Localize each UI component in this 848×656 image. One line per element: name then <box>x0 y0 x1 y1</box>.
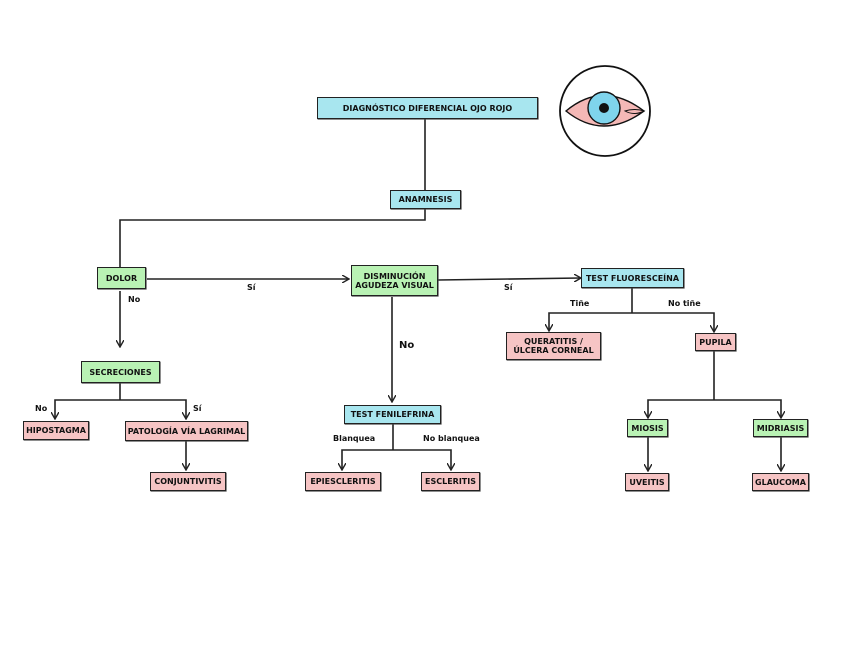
node-glaucoma: GLAUCOMA <box>752 473 809 491</box>
node-miosis: MIOSIS <box>627 419 668 437</box>
edge-label-dism-no: No <box>399 340 415 351</box>
edge-pupila-miosis <box>648 399 714 417</box>
edge-secr-patologia <box>120 399 186 418</box>
edge-fluor-queratitis <box>549 312 632 330</box>
node-pupila: PUPILA <box>695 333 736 351</box>
node-uveitis: UVEITIS <box>625 473 669 491</box>
node-test-fenilefrina: TEST FENILEFRINA <box>344 405 441 424</box>
node-queratitis: QUERATITIS / ÚLCERA CORNEAL <box>506 332 601 360</box>
node-conjuntivitis: CONJUNTIVITIS <box>150 472 226 491</box>
node-disminucion: DISMINUCIÓN AGUDEZA VISUAL <box>351 265 438 296</box>
edge-label-secr-si: Sí <box>193 404 202 413</box>
edge-dism-fluor <box>437 278 580 280</box>
node-anamnesis: ANAMNESIS <box>390 190 461 209</box>
edge-pupila-midriasis <box>714 399 781 417</box>
edge-fluor-pupila <box>632 312 714 331</box>
node-epiescleritis: EPIESCLERITIS <box>305 472 381 491</box>
node-secreciones: SECRECIONES <box>81 361 160 383</box>
edge-label-dolor-no: No <box>128 295 141 304</box>
red-eye-icon <box>559 65 651 157</box>
node-test-fluoresceina: TEST FLUORESCEÍNA <box>581 268 684 288</box>
edge-label-dolor-si: Sí <box>247 283 256 292</box>
edge-label-dism-si: Sí <box>504 283 513 292</box>
edge-fenil-escleritis <box>393 449 451 469</box>
edge-label-secr-no: No <box>35 404 48 413</box>
node-title: DIAGNÓSTICO DIFERENCIAL OJO ROJO <box>317 97 538 119</box>
edge-label-no-tine: No tiñe <box>668 299 701 308</box>
edge-label-blanquea: Blanquea <box>333 434 376 443</box>
node-escleritis: ESCLERITIS <box>421 472 480 491</box>
node-patologia: PATOLOGÍA VÍA LAGRIMAL <box>125 421 248 441</box>
edge-fenil-epiescleritis <box>342 449 393 469</box>
edge-secr-hipostagma <box>55 399 120 418</box>
edge-label-no-blanquea: No blanquea <box>423 434 480 443</box>
edge-label-tine: Tiñe <box>570 299 590 308</box>
edge-anamnesis-dolor <box>119 209 426 267</box>
node-hipostagma: HIPOSTAGMA <box>23 421 89 440</box>
node-dolor: DOLOR <box>97 267 146 289</box>
node-midriasis: MIDRIASIS <box>753 419 808 437</box>
